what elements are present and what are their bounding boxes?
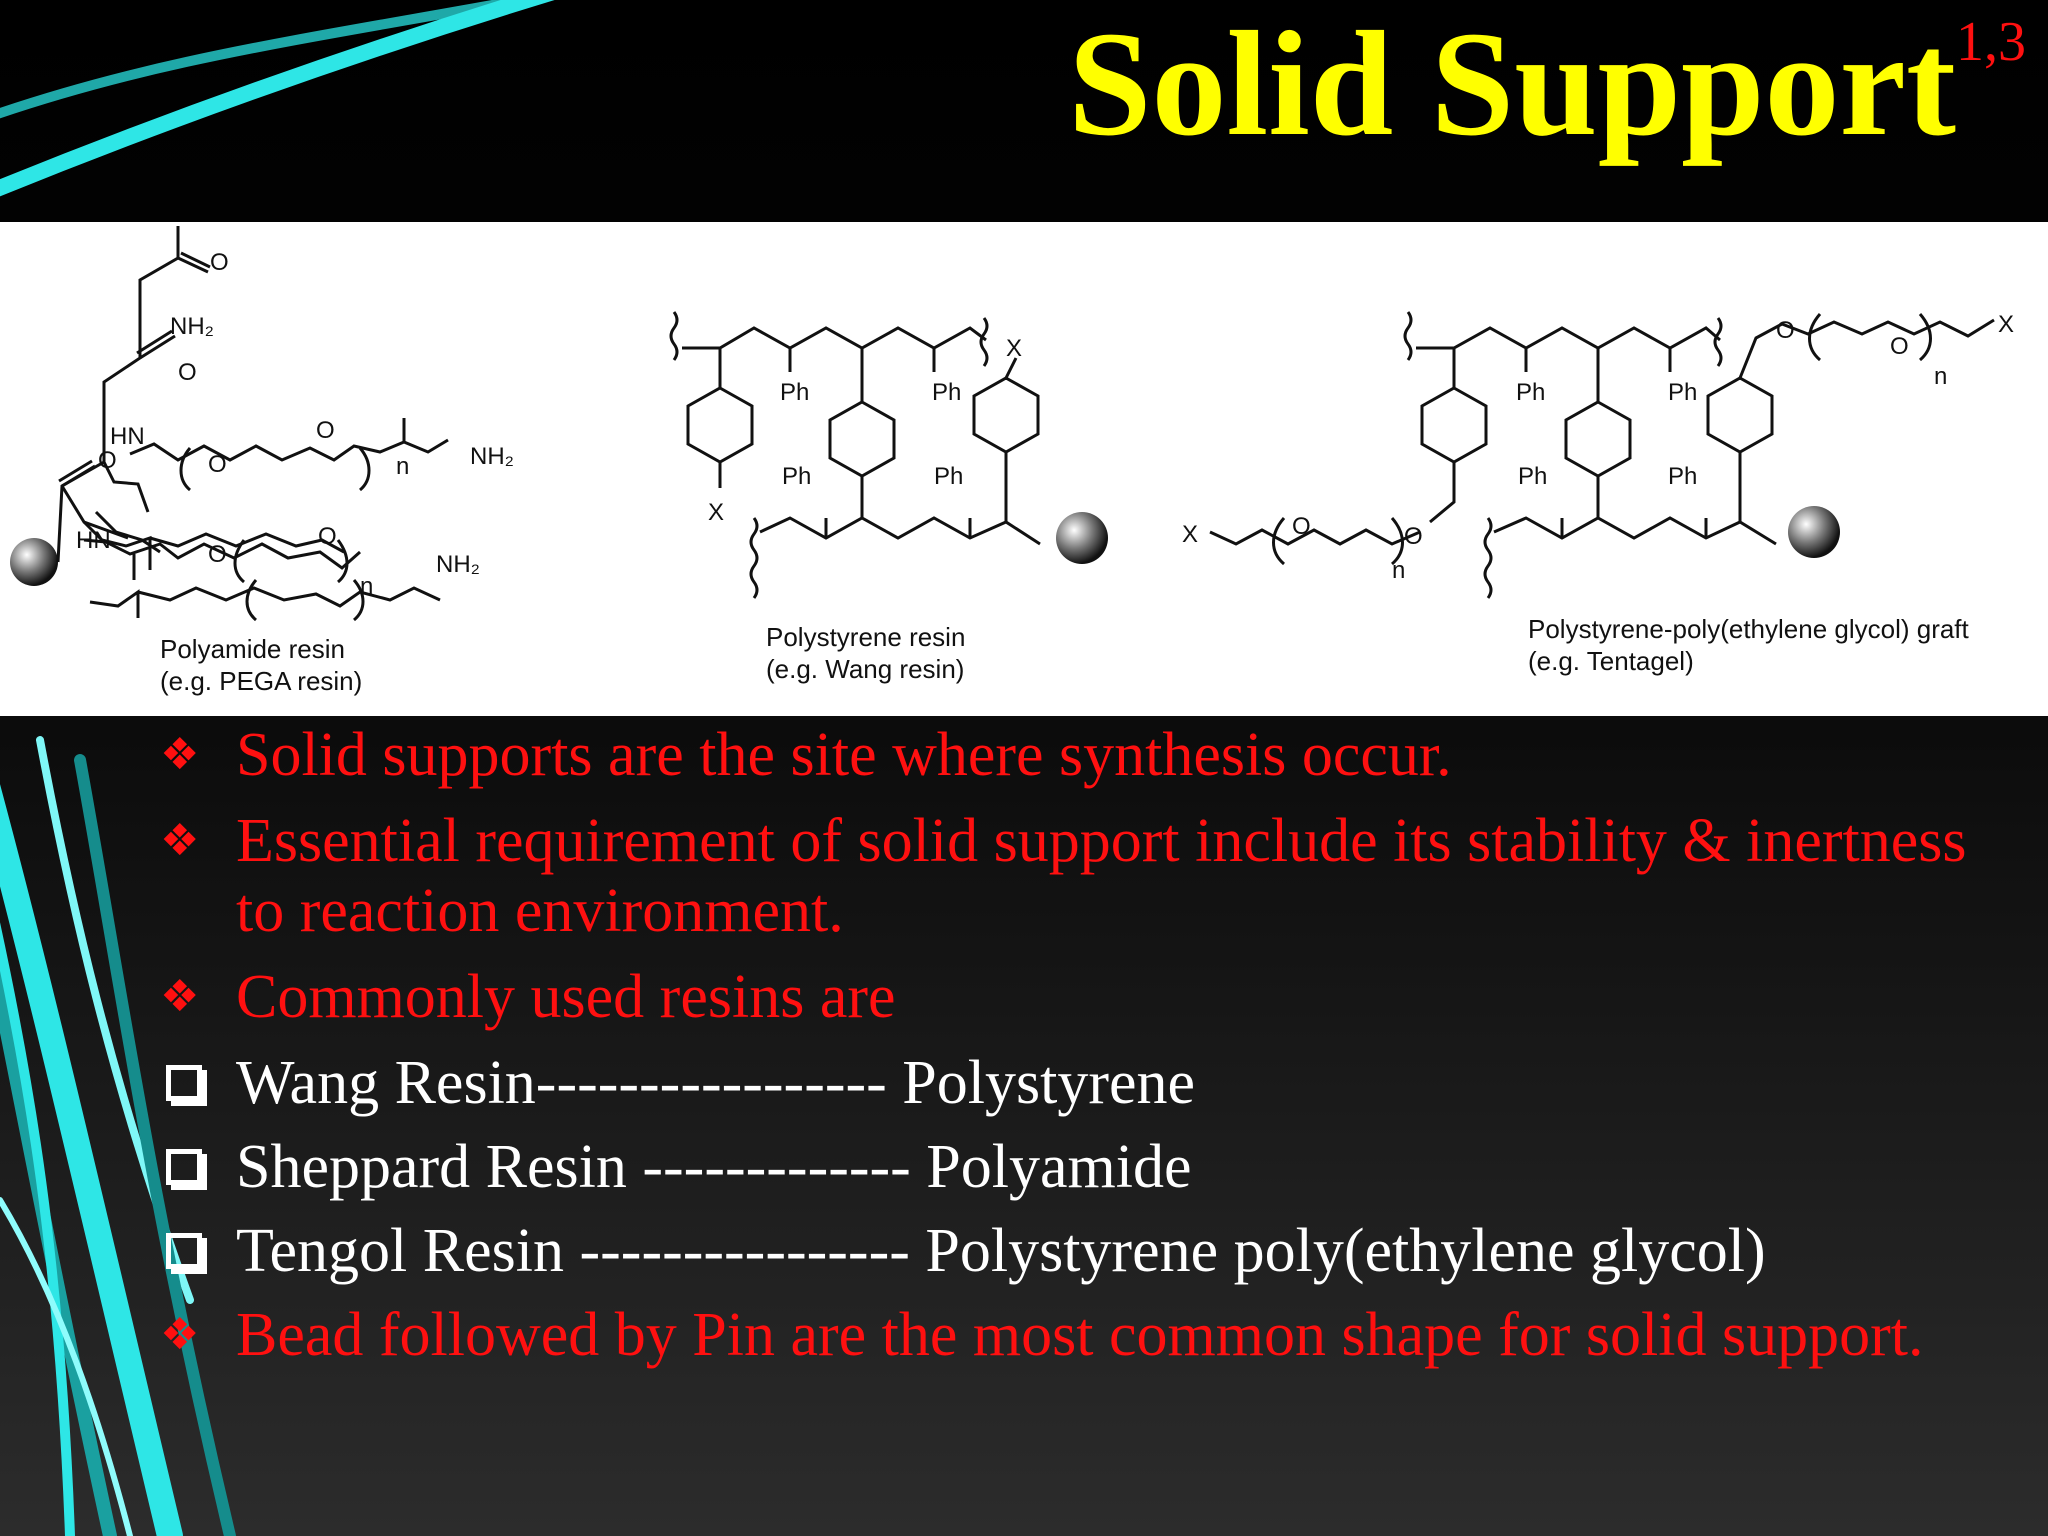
- sub-bullet-item: Tengol Resin ---------------- Polystyren…: [160, 1216, 2020, 1286]
- resin-bead-icon: [1056, 512, 1108, 564]
- label-o: O: [208, 451, 227, 478]
- label-o: O: [210, 249, 229, 276]
- polyamide-resin-structure: [10, 226, 449, 622]
- label-o: O: [316, 417, 335, 444]
- bullet-item: ❖ Commonly used resins are: [160, 962, 2020, 1032]
- label-o: O: [1890, 333, 1909, 360]
- caption-polystyrene-line1: Polystyrene resin: [766, 622, 965, 652]
- label-n: n: [396, 453, 409, 480]
- label-o: O: [1292, 513, 1311, 540]
- polystyrene-resin-labels: Ph Ph X X Ph Ph Polystyrene resin (e.g. …: [708, 335, 1022, 684]
- label-ph: Ph: [1518, 463, 1547, 490]
- label-o: O: [178, 359, 197, 386]
- polystyrene-resin-structure: [669, 311, 1041, 599]
- label-o: O: [98, 447, 117, 474]
- caption-polyamide-line2: (e.g. PEGA resin): [160, 666, 362, 696]
- caption-polyamide-line1: Polyamide resin: [160, 634, 345, 664]
- checkbox-bullet-icon: [166, 1233, 202, 1269]
- polyamide-resin-labels: NH₂ O O HN O HN O O n NH₂ O O n NH₂ Poly…: [76, 249, 514, 696]
- ps-peg-graft-structure: [1209, 311, 1995, 599]
- label-ph: Ph: [1668, 379, 1697, 406]
- label-nh2: NH₂: [470, 443, 514, 470]
- label-hn: HN: [76, 527, 111, 554]
- title-reference: 1,3: [1956, 11, 2026, 73]
- diamond-bullet-icon: ❖: [160, 1309, 200, 1360]
- checkbox-bullet-icon: [166, 1149, 202, 1185]
- caption-graft-line2: (e.g. Tentagel): [1528, 646, 1694, 676]
- bullet-text: Solid supports are the site where synthe…: [236, 721, 1452, 789]
- label-x: X: [1006, 335, 1022, 362]
- caption-polystyrene-line2: (e.g. Wang resin): [766, 654, 964, 684]
- bullet-text: Sheppard Resin ------------- Polyamide: [236, 1133, 1192, 1201]
- label-ph: Ph: [780, 379, 809, 406]
- label-o: O: [208, 541, 227, 568]
- diamond-bullet-icon: ❖: [160, 729, 200, 780]
- checkbox-bullet-icon: [166, 1065, 202, 1101]
- bullet-text: Wang Resin----------------- Polystyrene: [236, 1049, 1196, 1117]
- slide-title-text: Solid Support: [1068, 1, 1956, 167]
- bullet-list: ❖ Solid supports are the site where synt…: [160, 720, 2020, 1386]
- label-o: O: [1404, 523, 1423, 550]
- bullet-item: ❖ Essential requirement of solid support…: [160, 806, 2020, 946]
- label-nh2: NH₂: [170, 313, 214, 340]
- resin-structures-figure: NH₂ O O HN O HN O O n NH₂ O O n NH₂ Poly…: [0, 222, 2048, 716]
- label-o: O: [1776, 317, 1795, 344]
- bullet-item: ❖ Solid supports are the site where synt…: [160, 720, 2020, 790]
- label-nh2: NH₂: [436, 551, 480, 578]
- label-n: n: [1934, 363, 1947, 390]
- bullet-text: Tengol Resin ---------------- Polystyren…: [236, 1217, 1766, 1285]
- bullet-text: Commonly used resins are: [236, 963, 896, 1031]
- label-hn: HN: [110, 423, 145, 450]
- label-o: O: [318, 523, 337, 550]
- bullet-text: Essential requirement of solid support i…: [236, 807, 1967, 945]
- slide-title: Solid Support1,3: [1068, 0, 2026, 168]
- label-x: X: [1998, 311, 2014, 338]
- label-ph: Ph: [1516, 379, 1545, 406]
- caption-graft-line1: Polystyrene-poly(ethylene glycol) graft: [1528, 614, 1970, 644]
- diamond-bullet-icon: ❖: [160, 815, 200, 866]
- resin-structures-diagram: NH₂ O O HN O HN O O n NH₂ O O n NH₂ Poly…: [10, 226, 2014, 696]
- sub-bullet-item: Wang Resin----------------- Polystyrene: [160, 1048, 2020, 1118]
- label-ph: Ph: [1668, 463, 1697, 490]
- label-ph: Ph: [782, 463, 811, 490]
- bullet-item: ❖ Bead followed by Pin are the most comm…: [160, 1300, 2020, 1370]
- bullet-text: Bead followed by Pin are the most common…: [236, 1301, 1924, 1369]
- label-ph: Ph: [932, 379, 961, 406]
- diamond-bullet-icon: ❖: [160, 971, 200, 1022]
- sub-bullet-item: Sheppard Resin ------------- Polyamide: [160, 1132, 2020, 1202]
- ps-peg-graft-labels: Ph Ph Ph Ph O O n X X O O n Polystyrene-…: [1182, 311, 2014, 676]
- label-n: n: [360, 573, 373, 600]
- resin-bead-icon: [1788, 506, 1840, 558]
- label-n: n: [1392, 557, 1405, 584]
- resin-bead-icon: [10, 538, 58, 586]
- label-ph: Ph: [934, 463, 963, 490]
- label-x: X: [708, 499, 724, 526]
- label-x: X: [1182, 521, 1198, 548]
